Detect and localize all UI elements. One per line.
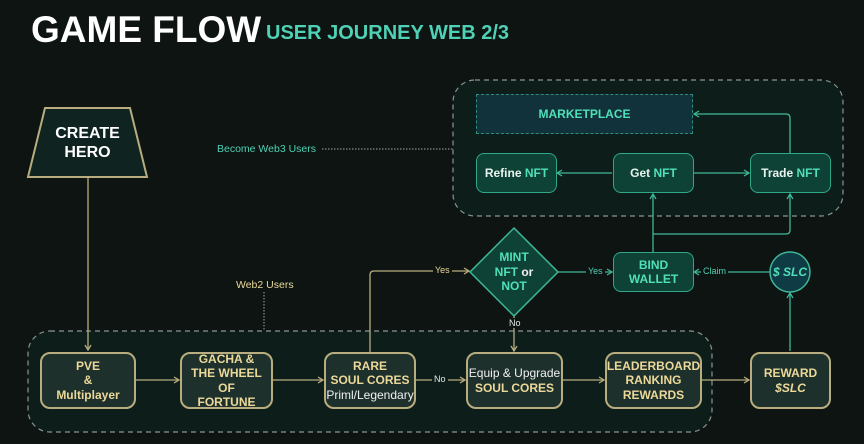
pve-line1: PVE	[75, 358, 100, 373]
marketplace-label: MARKETPLACE	[538, 106, 631, 121]
get-nft-node[interactable]: Get NFT	[613, 153, 694, 193]
create-hero-line1: CREATE	[55, 124, 120, 142]
rare-line2: SOUL CORES	[330, 373, 410, 388]
mint-line1: MINT	[499, 250, 529, 265]
bind-wallet-line1: BIND	[638, 257, 669, 272]
create-hero-shape	[26, 107, 149, 178]
yes-to-mint-label: Yes	[433, 265, 452, 275]
page-title: GAME FLOW	[31, 9, 262, 50]
marketplace-node[interactable]: MARKETPLACE	[476, 94, 693, 134]
create-hero-node[interactable]: CREATE HERO	[28, 112, 147, 174]
equip-line2: SOUL CORES	[474, 380, 555, 395]
mint-line3: NOT	[501, 279, 527, 294]
web2-users-label: Web2 Users	[236, 279, 294, 291]
no-from-rare-label: No	[432, 374, 448, 384]
reward-slc-node[interactable]: REWARD $SLC	[750, 352, 831, 409]
rare-line3: Priml/Legendary	[326, 387, 414, 402]
leaderboard-line3: REWARDS	[622, 387, 685, 402]
pve-line3: Multiplayer	[56, 387, 120, 402]
leaderboard-rewards-node[interactable]: LEADERBOARD RANKING REWARDS	[605, 352, 702, 409]
equip-upgrade-node[interactable]: Equip & Upgrade SOUL CORES	[466, 352, 563, 409]
trade-nft-label: Trade NFT	[761, 165, 820, 180]
gacha-line3: FORTUNE	[197, 394, 256, 409]
refine-nft-label: Refine NFT	[484, 165, 549, 180]
connector-trade-to-marketplace	[692, 110, 791, 153]
slc-token-node[interactable]: $ SLC	[770, 252, 810, 292]
gacha-wheel-node[interactable]: GACHA & THE WHEEL OF FORTUNE	[180, 352, 273, 409]
page-subtitle: USER JOURNEY WEB 2/3	[266, 22, 510, 44]
slc-token-label: $ SLC	[772, 264, 807, 279]
get-nft-label: Get NFT	[630, 165, 677, 180]
connector-rare-to-mint	[369, 267, 471, 352]
rare-line1: RARE	[352, 358, 387, 373]
bind-wallet-line2: WALLET	[628, 272, 679, 286]
refine-nft-node[interactable]: Refine NFT	[476, 153, 557, 193]
leaderboard-line2: RANKING	[625, 373, 682, 388]
connector-bind-to-trade	[653, 192, 794, 235]
pve-line2: &	[83, 373, 93, 388]
pve-multiplayer-node[interactable]: PVE & Multiplayer	[40, 352, 136, 409]
gacha-line1: GACHA &	[198, 351, 255, 366]
no-from-mint-label: No	[508, 318, 522, 328]
mint-line2: NFT or	[494, 264, 534, 279]
equip-line1: Equip & Upgrade	[468, 366, 561, 381]
leaderboard-line1: LEADERBOARD	[606, 358, 701, 373]
mint-decision-shape	[468, 226, 560, 318]
rare-soul-cores-node[interactable]: RARE SOUL CORES Priml/Legendary	[324, 352, 416, 409]
become-web3-users-label: Become Web3 Users	[217, 143, 317, 155]
reward-line2: $SLC	[775, 380, 806, 395]
claim-label: Claim	[701, 266, 729, 276]
mint-decision-node[interactable]: MINT NFT or NOT	[484, 250, 544, 294]
reward-line1: REWARD	[763, 366, 818, 381]
gacha-line2: THE WHEEL OF	[191, 366, 262, 395]
trade-nft-node[interactable]: Trade NFT	[750, 153, 831, 193]
bind-wallet-node[interactable]: BIND WALLET	[613, 252, 694, 292]
create-hero-line2: HERO	[64, 144, 111, 161]
slc-token-shape	[769, 251, 811, 293]
yes-to-bind-label: Yes	[586, 266, 605, 276]
